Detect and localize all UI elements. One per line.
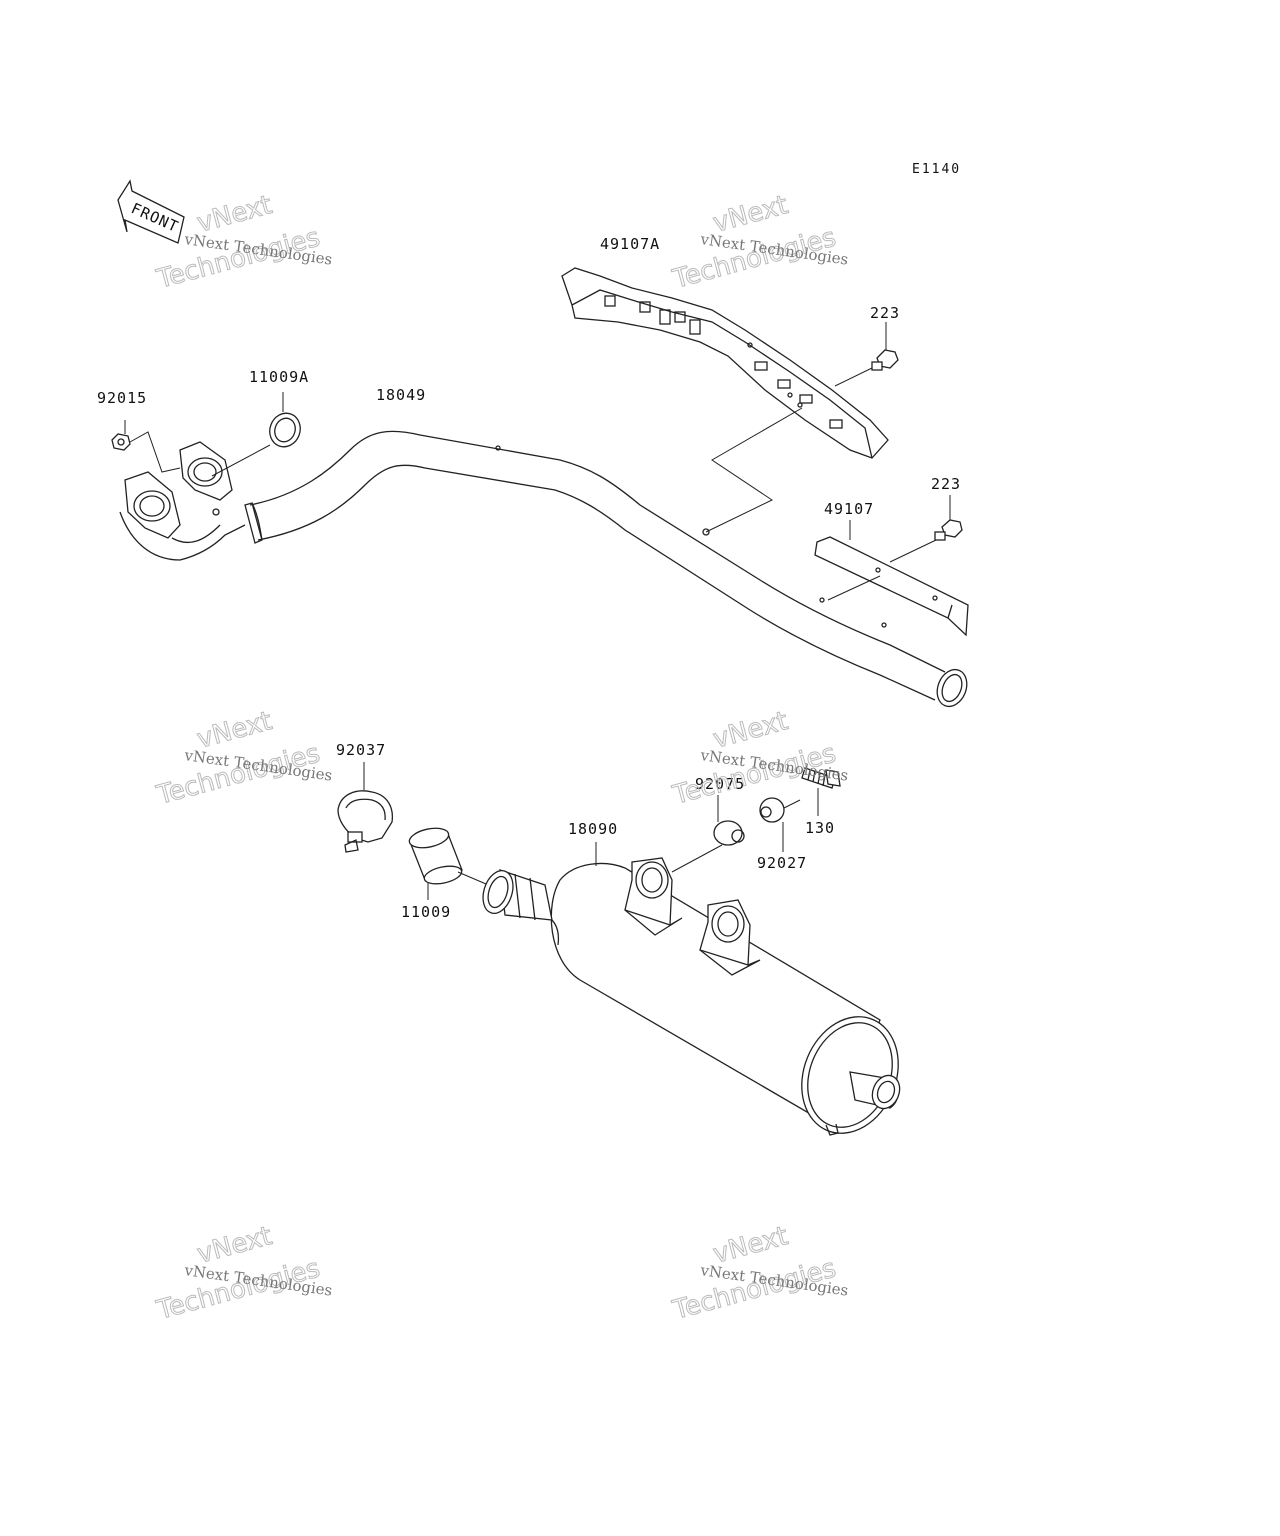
- muffler-18090: [482, 842, 901, 1136]
- front-arrow-icon: FRONT: [117, 179, 185, 244]
- nut-92015: [111, 420, 181, 473]
- part-label-18090: 18090: [568, 820, 618, 838]
- part-label-92075: 92075: [695, 775, 745, 793]
- sleeve-11009: [408, 827, 487, 900]
- bolt-223-lower: [889, 495, 963, 563]
- diagram-code: E1140: [912, 162, 961, 177]
- part-label-11009a: 11009A: [249, 368, 309, 386]
- watermark-5: vNext Technologies vNext Technologies: [153, 1221, 334, 1327]
- part-label-18049: 18049: [376, 386, 426, 404]
- watermark-1: vNext Technologies vNext Technologies: [153, 190, 334, 296]
- svg-text:vNext: vNext: [710, 190, 791, 239]
- part-label-92037: 92037: [336, 741, 386, 759]
- bolt-223-upper: [834, 322, 899, 387]
- heat-cover-49107: [814, 520, 969, 637]
- svg-text:vNext: vNext: [710, 706, 791, 755]
- gasket-11009a: [211, 392, 301, 477]
- header-pipe-18049: [119, 407, 968, 708]
- part-label-223-lower: 223: [931, 475, 961, 493]
- svg-text:vNext: vNext: [710, 1221, 791, 1270]
- grommet-92075: [671, 795, 745, 873]
- watermark-3: vNext Technologies vNext Technologies: [153, 706, 334, 812]
- svg-text:vNext: vNext: [194, 190, 275, 239]
- part-label-92027: 92027: [757, 854, 807, 872]
- part-label-49107: 49107: [824, 500, 874, 518]
- svg-text:vNext: vNext: [194, 1221, 275, 1270]
- watermark-2: vNext Technologies vNext Technologies: [669, 190, 850, 296]
- part-label-49107a: 49107A: [600, 235, 660, 253]
- part-label-11009: 11009: [401, 903, 451, 921]
- heat-cover-49107a: [561, 267, 889, 459]
- watermark-4: vNext Technologies vNext Technologies: [669, 706, 850, 812]
- clamp-92037: [337, 762, 394, 853]
- bolt-130: [783, 767, 841, 816]
- svg-text:vNext: vNext: [194, 706, 275, 755]
- part-label-130: 130: [805, 819, 835, 837]
- collar-92027: [759, 797, 785, 852]
- part-label-92015: 92015: [97, 389, 147, 407]
- part-label-223-upper: 223: [870, 304, 900, 322]
- watermark-6: vNext Technologies vNext Technologies: [669, 1221, 850, 1327]
